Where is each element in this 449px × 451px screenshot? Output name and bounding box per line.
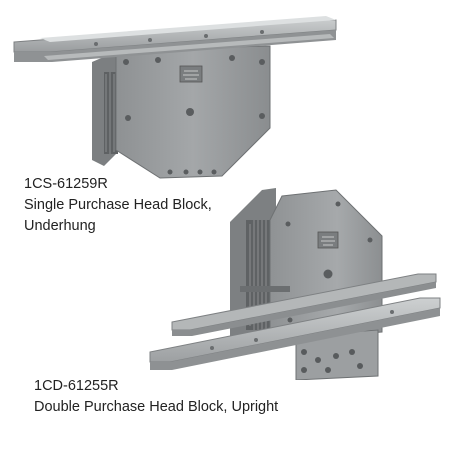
product-description: Single Purchase Head Block,	[24, 197, 212, 213]
maker-nameplate	[317, 231, 339, 249]
part-number: 1CD-61255R	[34, 378, 119, 394]
axle-pin	[240, 286, 290, 292]
maker-nameplate	[179, 65, 203, 83]
product-description: Double Purchase Head Block, Upright	[34, 399, 279, 415]
product-photo-underhung-head-block	[13, 16, 337, 179]
part-number: 1CS-61259R	[24, 176, 108, 192]
product-photo-upright-head-block	[149, 188, 441, 380]
product-description-continued: Underhung	[24, 218, 96, 234]
product-caption-underhung: 1CS-61259R Single Purchase Head Block, U…	[24, 174, 212, 237]
product-caption-upright: 1CD-61255R Double Purchase Head Block, U…	[34, 376, 278, 418]
